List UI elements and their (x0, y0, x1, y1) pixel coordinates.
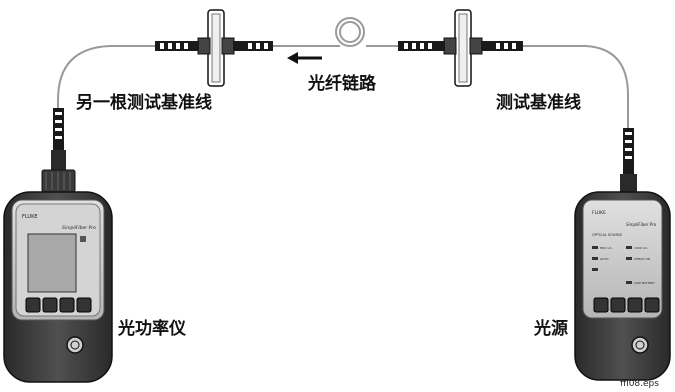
direction-arrow (287, 52, 322, 64)
source-button-3 (627, 297, 643, 313)
connector-right-inner (398, 41, 445, 51)
meter-model-text: SimpliFiber Pro (62, 225, 96, 231)
indicator-850: 850 nm (600, 246, 612, 250)
meter-button-2 (42, 297, 58, 313)
other-reference-cord (57, 45, 160, 172)
indicator-1300: 1300 nm (634, 246, 647, 250)
connector-right-outer (481, 41, 523, 51)
light-source-label: 光源 (534, 319, 568, 339)
source-button-4 (644, 297, 660, 313)
indicator-auto: AUTO (600, 257, 609, 261)
fiber-spool (335, 17, 365, 47)
meter-button-1 (25, 297, 41, 313)
source-button-1 (593, 297, 609, 313)
connector-left-outer (155, 41, 199, 51)
file-name-label: ffl08.eps (620, 379, 659, 389)
meter-power-button (66, 336, 84, 354)
power-meter-label: 光功率仪 (118, 319, 186, 339)
source-button-2 (610, 297, 626, 313)
fiber-cables (57, 17, 629, 172)
source-power-button (631, 336, 649, 354)
other-reference-cord-label: 另一根测试基准线 (76, 93, 212, 113)
test-reference-cord-label: 测试基准线 (496, 93, 581, 113)
meter-brand-text: FLUKE (22, 214, 38, 220)
power-meter-device: FLUKE SimpliFiber Pro (3, 191, 113, 383)
meter-button-4 (76, 297, 92, 313)
fiber-link-label: 光纤链路 (308, 74, 376, 94)
source-subtitle-text: OPTICAL SOURCE (592, 233, 622, 237)
left-adapter (197, 9, 235, 87)
indicator-low-battery: LOW BATTERY (634, 281, 655, 285)
meter-screen (27, 233, 77, 293)
source-model-text: SimpliFiber Pro (626, 222, 657, 227)
light-source-device: FLUKE SimpliFiber Pro OPTICAL SOURCE 850… (574, 191, 671, 381)
source-brand-text: FLUKE (592, 210, 606, 216)
meter-cable-boot (41, 108, 76, 193)
test-reference-cord (520, 45, 629, 170)
right-adapter (443, 9, 483, 87)
meter-button-3 (59, 297, 75, 313)
source-cable-boot (620, 128, 637, 194)
indicator-check-on: CHECK ON (634, 257, 650, 261)
connector-left-inner (233, 41, 273, 51)
